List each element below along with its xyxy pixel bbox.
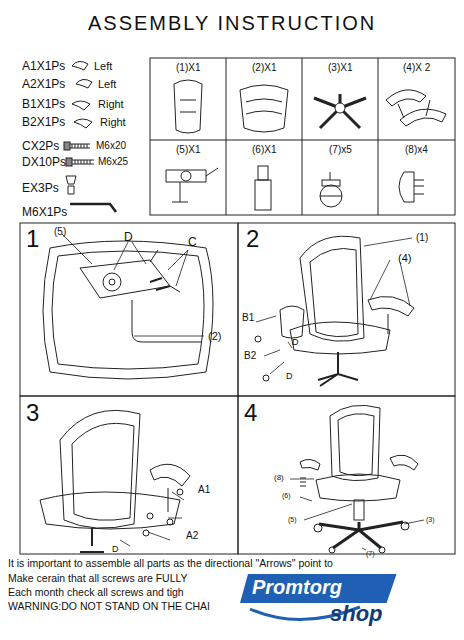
callout-label: A2 [186,530,198,541]
step-number: 3 [26,400,39,426]
callout-label: A1 [198,484,210,495]
part-code: M6X1Ps [22,206,67,219]
part-code: B1X1Ps [22,98,65,111]
step-number: 1 [26,226,39,252]
callout-number: (7) [366,550,375,558]
note-text: It is important to assemble all parts as… [8,558,333,570]
table-cell: (2)X1 [252,62,276,73]
callout-number: (8) [274,474,284,483]
part-code: B2X1Ps [22,116,65,129]
logo-word: shop [240,601,397,629]
side-note: Right [100,116,126,128]
title: ASSEMBLY INSTRUCTION [88,12,376,34]
part-code: A2X1Ps [22,78,65,91]
callout-number: (5) [288,516,297,524]
table-cell: (8)x4 [405,144,428,155]
callout-number: (1) [416,232,428,243]
table-cell: (5)X1 [176,144,200,155]
table-cell: (1)X1 [176,62,200,73]
part-code: A1X1Ps [22,60,65,73]
screw-size: M6x25 [98,156,128,167]
callout-letter: D [286,372,293,382]
table-cell: (6)X1 [252,144,276,155]
note-text: Each month check all screws and tigh [8,587,184,599]
logo-word: Promtorg [240,574,397,601]
callout-letter: C [188,236,197,249]
table-cell: (4)X 2 [403,62,430,73]
step-number: 4 [244,400,257,426]
callout-letter: D [292,338,299,348]
callout-letter: D [124,231,133,244]
callout-label: B2 [244,350,256,361]
part-code: CX2Ps [22,140,59,153]
callout-number: (4) [398,252,411,264]
warning-text: WARNING:DO NOT STAND ON THE CHAI [8,601,210,613]
callout-number: (6) [282,492,291,500]
step-number: 2 [246,226,259,252]
shop-logo: Promtorgshop [240,574,397,629]
part-code: EX3Ps [22,182,59,195]
table-cell: (7)x5 [329,144,352,155]
note-text: Make cerain that all screws are FULLY [8,573,188,585]
side-note: Left [94,60,112,72]
part-code: DX10Ps [22,156,66,169]
callout-number: (5) [54,226,66,237]
screw-size: M6x20 [96,140,126,151]
callout-label: B1 [242,312,254,323]
side-note: Left [98,78,116,90]
table-cell: (3)X1 [328,62,352,73]
callout-number: (2) [208,330,221,342]
side-note: Right [98,98,124,110]
callout-letter: D [112,545,119,555]
callout-number: (3) [426,516,435,524]
